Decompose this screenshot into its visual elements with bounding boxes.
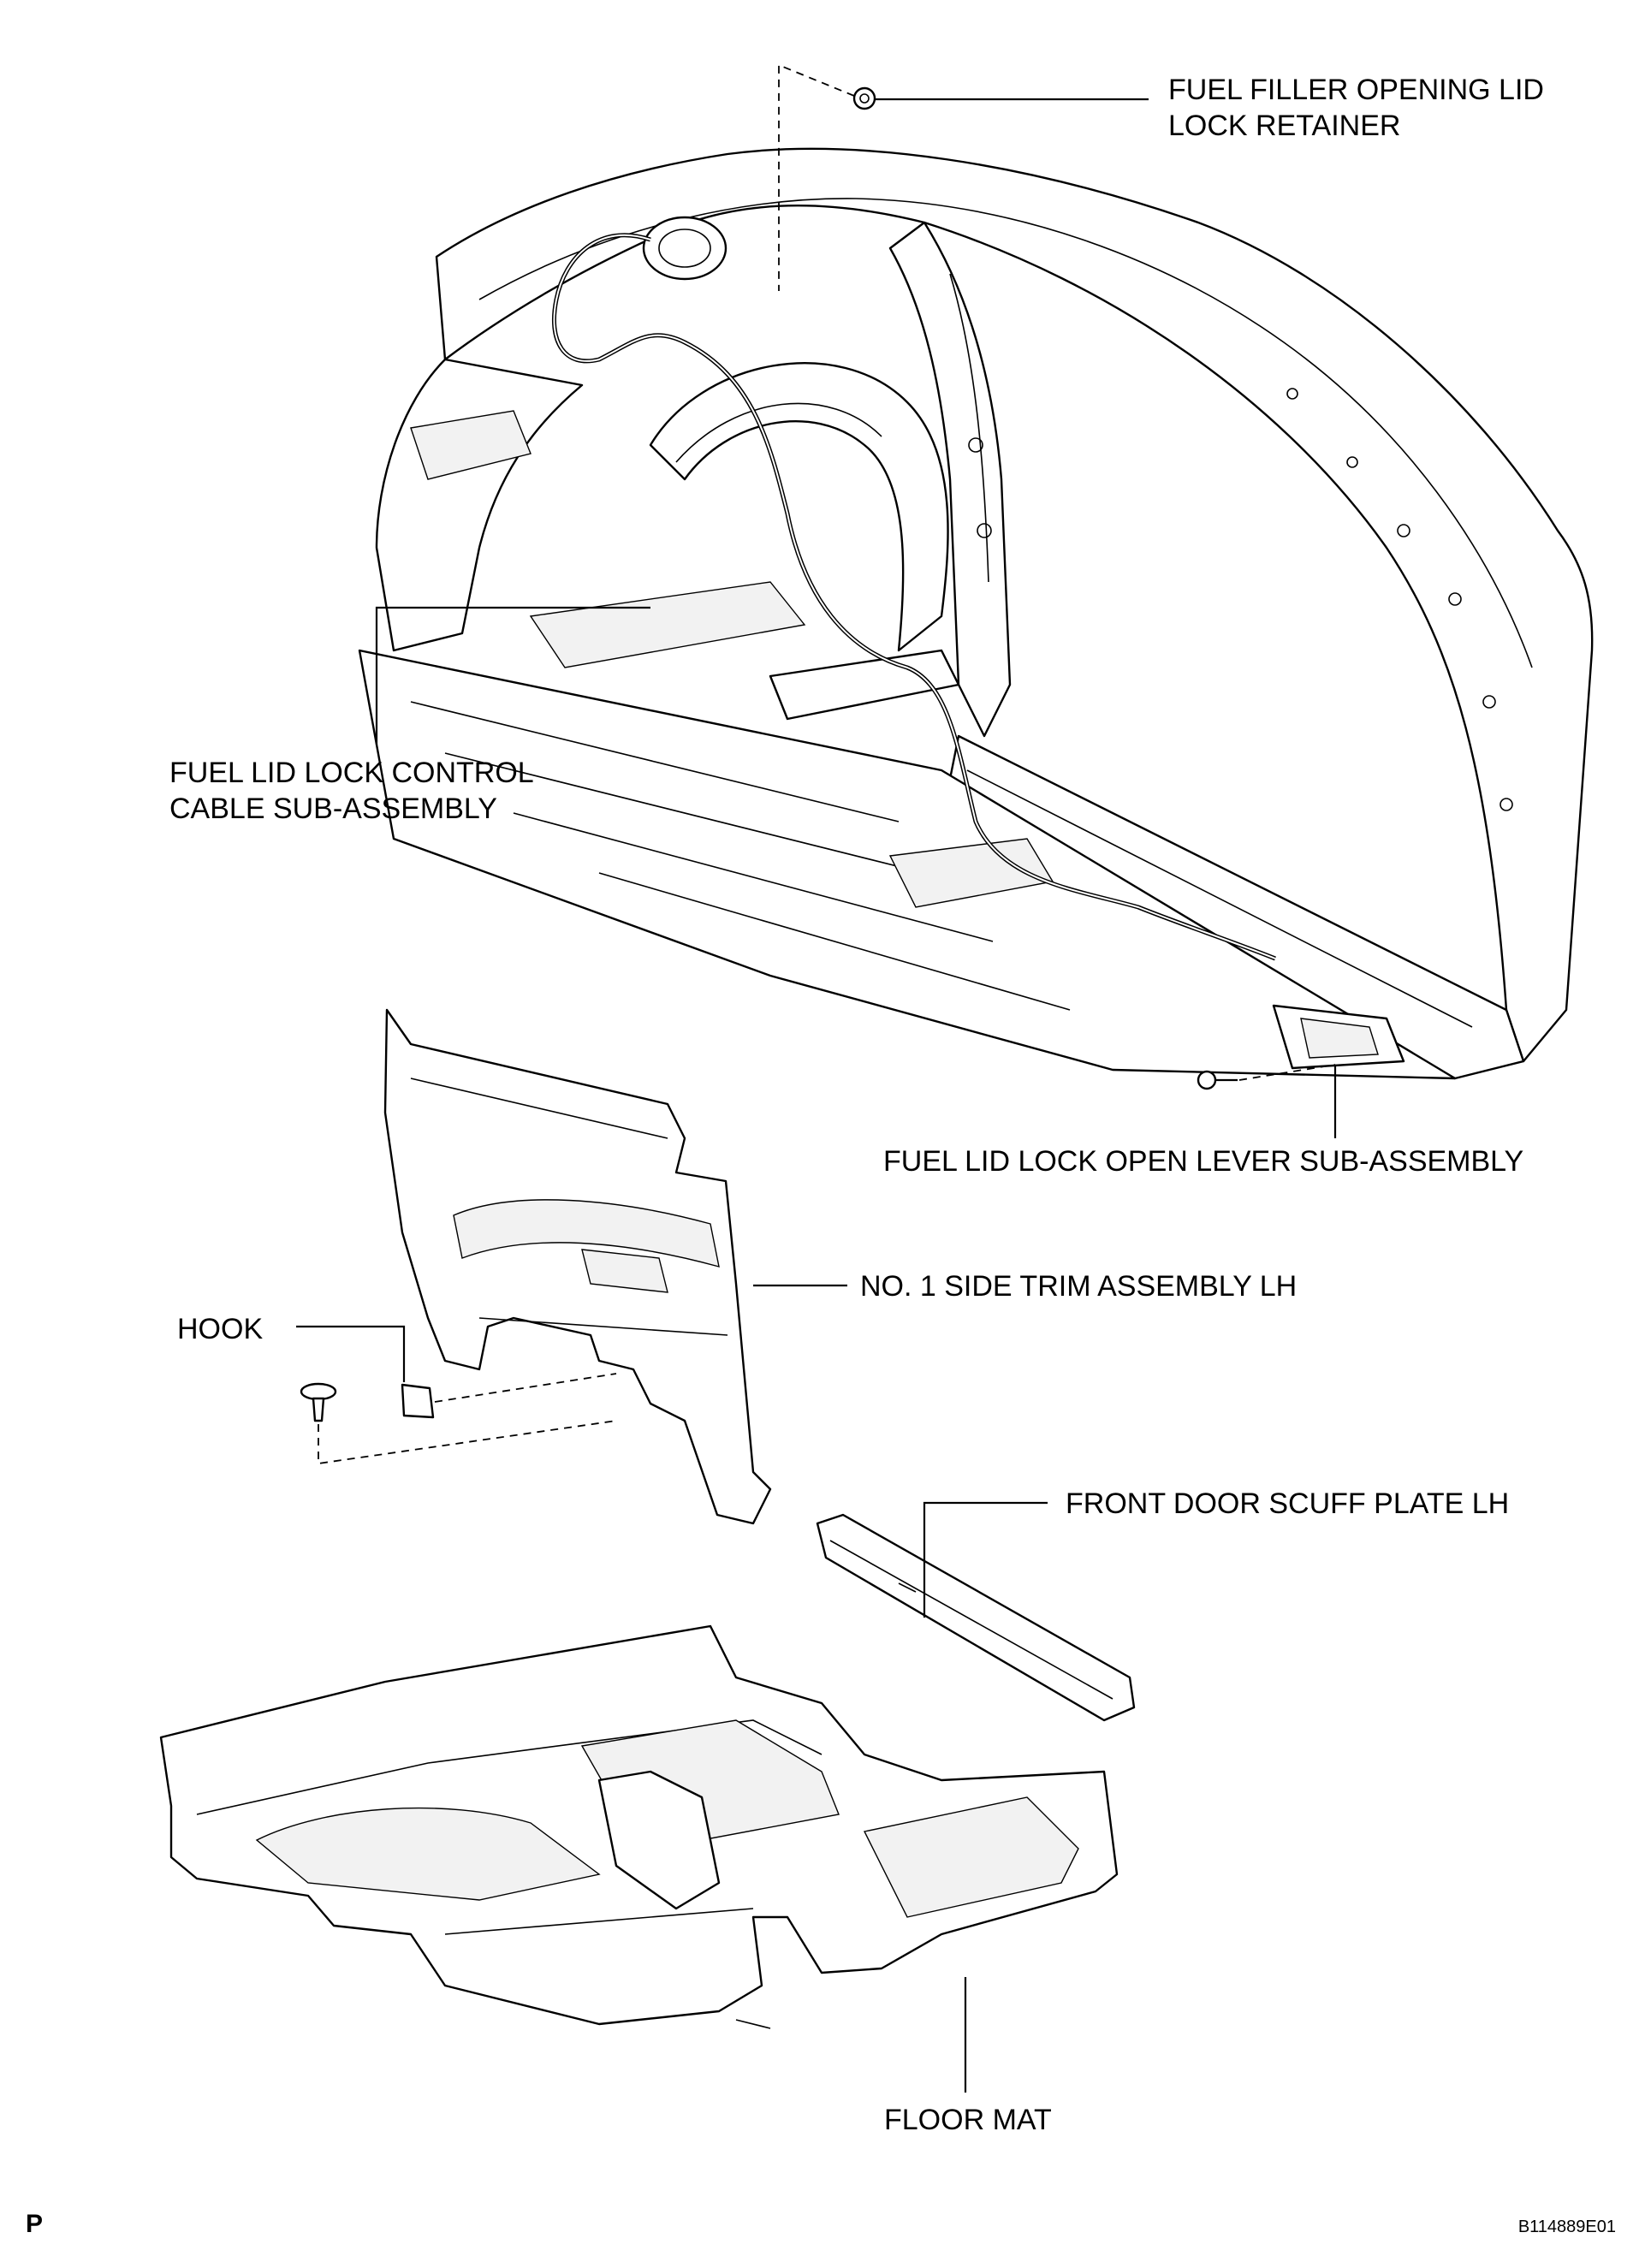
lever-screw-icon	[1197, 1070, 1238, 1090]
leader-lines	[296, 98, 1337, 2093]
label-open-lever: FUEL LID LOCK OPEN LEVER SUB-ASSEMBLY	[883, 1145, 1523, 1178]
label-floor-mat: FLOOR MAT	[884, 2104, 1052, 2136]
label-retainer-line2: LOCK RETAINER	[1168, 110, 1400, 142]
corner-mark: P	[26, 2210, 43, 2238]
figure-id: B114889E01	[1518, 2218, 1616, 2236]
label-cable-line1: FUEL LID LOCK CONTROL	[169, 757, 534, 789]
scuff-plate-illustration	[816, 1513, 1136, 1722]
vehicle-body-illustration	[358, 147, 1594, 1080]
label-retainer-line1: FUEL FILLER OPENING LID	[1168, 74, 1544, 106]
label-side-trim: NO. 1 SIDE TRIM ASSEMBLY LH	[860, 1270, 1297, 1303]
fuel-lid-lock-control-cable	[551, 233, 1276, 961]
floor-mat-illustration	[159, 1624, 1119, 2029]
label-cable-line2: CABLE SUB-ASSEMBLY	[169, 793, 497, 825]
side-trim-assembly-illustration	[383, 1008, 772, 1525]
hook-icon	[401, 1373, 617, 1419]
label-scuff-plate: FRONT DOOR SCUFF PLATE LH	[1066, 1487, 1509, 1520]
fuel-lid-lock-open-lever-icon	[1197, 1004, 1405, 1090]
label-hook: HOOK	[177, 1313, 263, 1345]
clip-icon	[300, 1382, 617, 1465]
